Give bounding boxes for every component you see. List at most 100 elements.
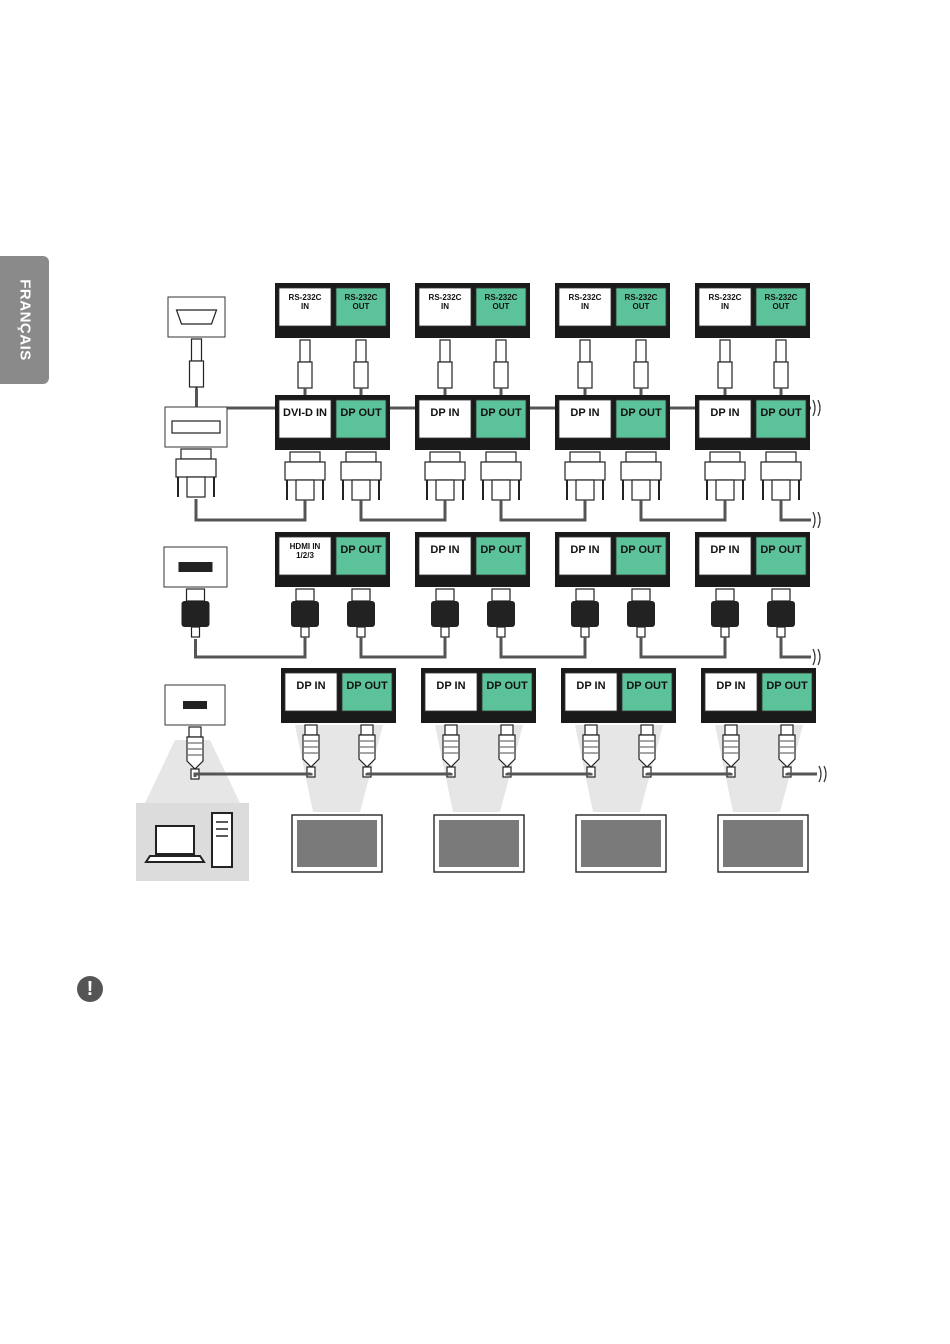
monitor-screen xyxy=(581,820,661,867)
input-plug-grip xyxy=(718,362,732,388)
output-plug xyxy=(487,589,515,637)
input-port-label: DP IN xyxy=(559,400,611,438)
output-plug-body xyxy=(627,601,655,627)
cable-source xyxy=(196,499,305,520)
input-port-label-text: DP IN xyxy=(710,544,739,556)
input-port-label: DP IN xyxy=(559,537,611,575)
input-plug-body xyxy=(296,480,314,500)
output-plug-tip xyxy=(772,589,790,601)
cable-link-3 xyxy=(641,637,725,657)
output-plug-body xyxy=(492,480,510,500)
monitor-icon-2 xyxy=(434,815,524,872)
input-plug-strain xyxy=(581,627,589,637)
source-plug-body xyxy=(187,477,205,497)
input-port-label-body xyxy=(559,400,611,438)
output-port-label: DP OUT xyxy=(476,537,526,575)
input-port-label: DVI-D IN xyxy=(279,400,331,438)
cable-link-2 xyxy=(507,773,591,774)
output-plug-tip xyxy=(781,725,793,735)
source-plug-collar xyxy=(192,339,202,361)
cable-source xyxy=(196,637,306,657)
output-port-label-text-2: OUT xyxy=(773,302,790,311)
input-plug-tip xyxy=(296,589,314,601)
input-plug-strain xyxy=(441,627,449,637)
source-plug-tip xyxy=(187,589,205,601)
input-port-label-body xyxy=(419,400,471,438)
input-plug-tip xyxy=(290,452,320,462)
output-plug-body xyxy=(499,735,515,767)
input-port-label-text-2: IN xyxy=(581,302,589,311)
input-port-label: DP IN xyxy=(565,673,617,711)
cable-continue xyxy=(781,500,811,520)
output-port-label-text: DP OUT xyxy=(346,680,388,692)
output-plug xyxy=(761,452,801,500)
input-plug xyxy=(565,452,605,500)
pc-source-box xyxy=(136,803,249,881)
input-plug-collar xyxy=(580,340,590,362)
input-port-label: HDMI IN1/2/3 xyxy=(279,537,331,575)
input-plug-collar xyxy=(440,340,450,362)
input-plug xyxy=(425,452,465,500)
output-plug-body xyxy=(632,480,650,500)
output-port-label: DP OUT xyxy=(756,400,806,438)
input-plug-body xyxy=(576,480,594,500)
input-plug-grip xyxy=(438,362,452,388)
input-port-label: DP IN xyxy=(705,673,757,711)
input-plug-shell xyxy=(425,462,465,480)
output-port-label-text: DP OUT xyxy=(480,407,522,419)
output-plug xyxy=(341,452,381,500)
monitor-screen xyxy=(723,820,803,867)
dp-port-shape xyxy=(183,701,207,709)
output-plug xyxy=(767,589,795,637)
input-port-label-text-1: RS-232C xyxy=(429,293,462,302)
laptop-screen xyxy=(156,826,194,854)
output-plug-shell xyxy=(761,462,801,480)
input-port-label: DP IN xyxy=(699,400,751,438)
output-port-label-body xyxy=(756,400,806,438)
input-plug-tip xyxy=(436,589,454,601)
dvi-port-shape xyxy=(172,421,220,433)
cable-break-icon xyxy=(813,400,820,416)
input-plug-body xyxy=(716,480,734,500)
cable-link-1 xyxy=(367,773,451,774)
input-plug-tip xyxy=(725,725,737,735)
output-plug-tip xyxy=(641,725,653,735)
output-plug-tip xyxy=(352,589,370,601)
output-port-label-body xyxy=(476,400,526,438)
output-plug-tip xyxy=(501,725,513,735)
input-port-label-text: DP IN xyxy=(710,407,739,419)
input-plug-body xyxy=(711,601,739,627)
source-plug-body xyxy=(187,737,203,769)
source-plug xyxy=(182,589,210,637)
output-port-label-body xyxy=(756,537,806,575)
cable-row-3 xyxy=(196,637,821,665)
output-port-label-text: DP OUT xyxy=(766,680,808,692)
output-plug-grip xyxy=(354,362,368,388)
input-port-label-text: DP IN xyxy=(430,544,459,556)
input-port-label-body xyxy=(699,400,751,438)
output-plug-collar xyxy=(636,340,646,362)
input-plug xyxy=(571,589,599,637)
output-port-label: DP OUT xyxy=(756,537,806,575)
hdmi-port-icon xyxy=(164,547,227,587)
output-plug-body xyxy=(772,480,790,500)
input-plug-strain xyxy=(301,627,309,637)
output-plug xyxy=(481,452,521,500)
cable-link-2 xyxy=(501,637,585,657)
output-plug-tip xyxy=(626,452,656,462)
input-port-label-text-1: RS-232C xyxy=(289,293,322,302)
source-plug xyxy=(190,339,204,397)
input-plug-body xyxy=(571,601,599,627)
output-plug-tip xyxy=(492,589,510,601)
output-plug-body xyxy=(347,601,375,627)
input-port-label-text: DP IN xyxy=(716,680,745,692)
input-plug-tip xyxy=(445,725,457,735)
output-port-label-body xyxy=(336,400,386,438)
displayport-port-icon xyxy=(165,685,225,725)
output-plug-body xyxy=(639,735,655,767)
output-port-label-body xyxy=(616,400,666,438)
output-port-label-body xyxy=(482,673,532,711)
output-plug xyxy=(627,589,655,637)
